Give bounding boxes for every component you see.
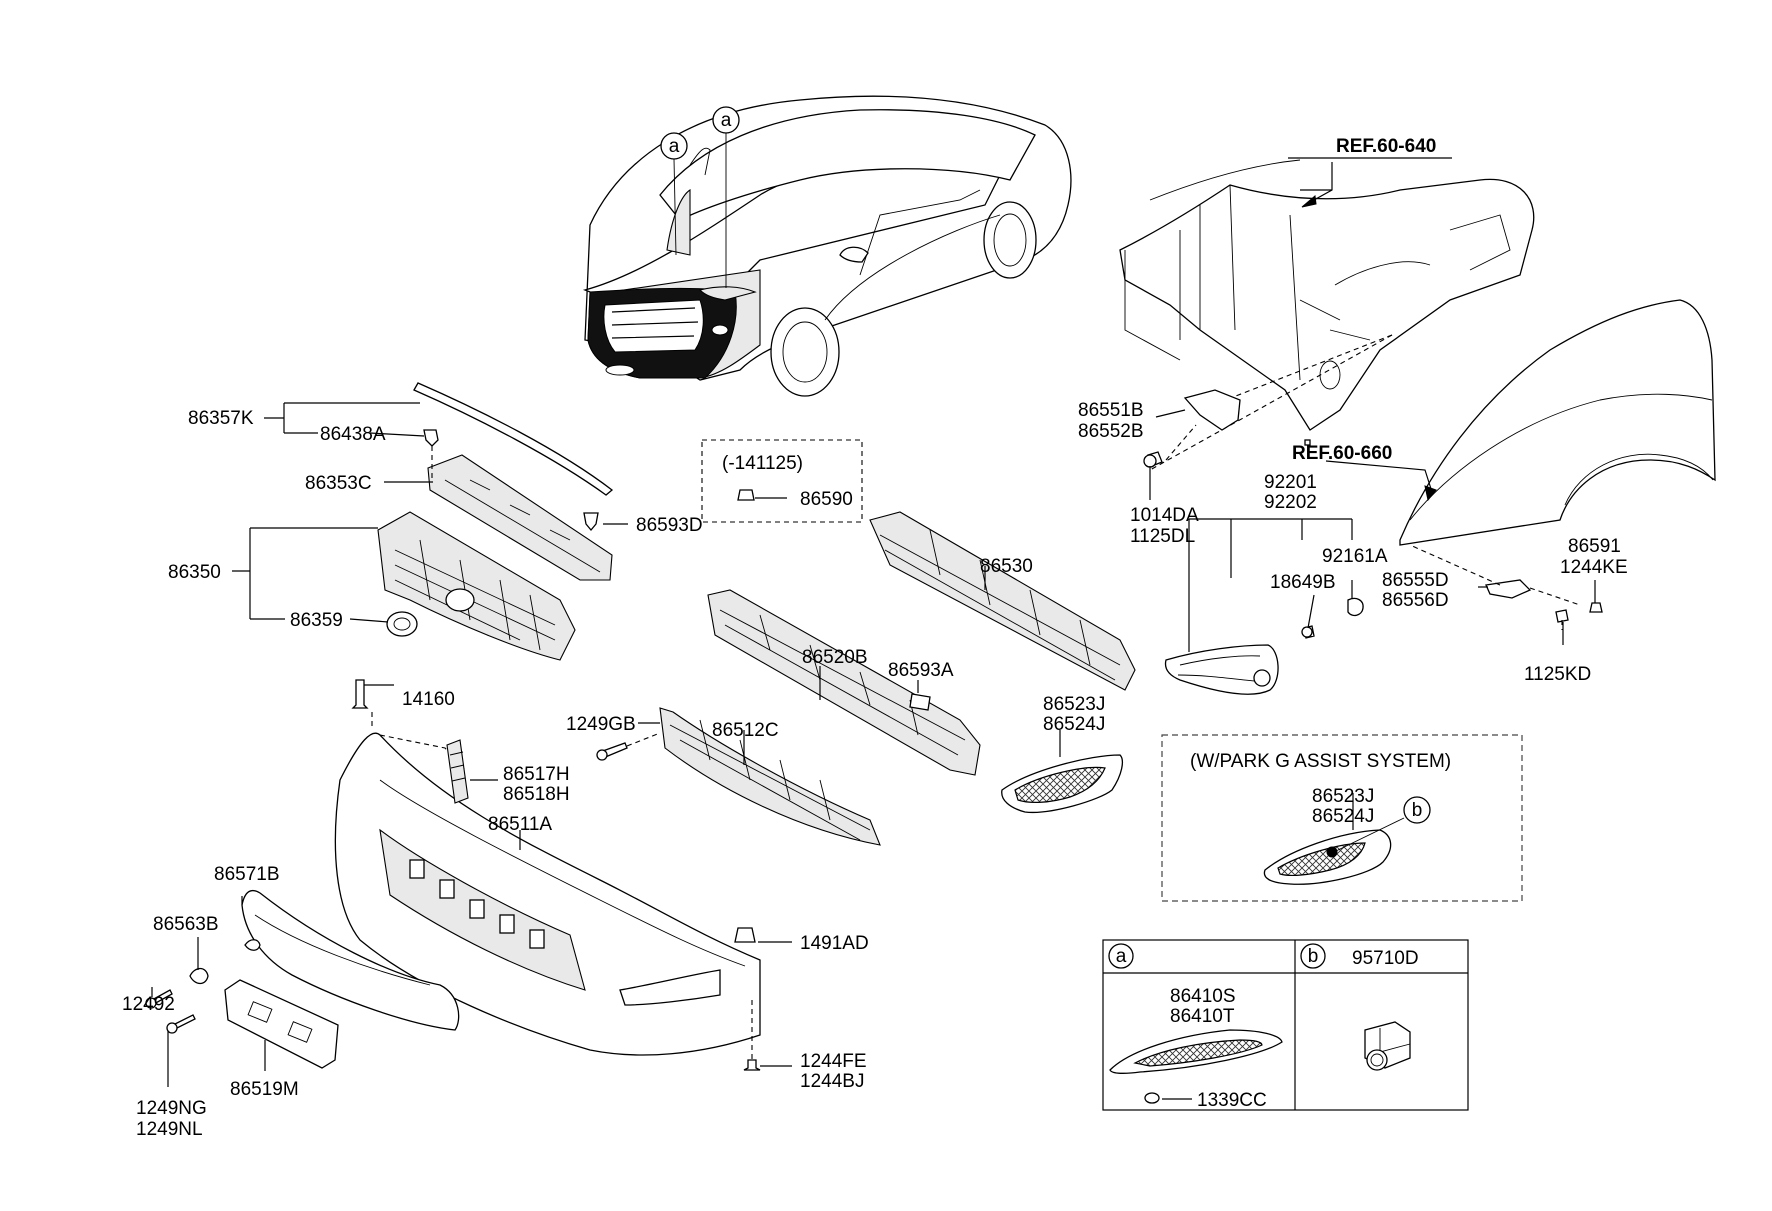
part-label-86571B: 86571B xyxy=(214,864,280,885)
variant-box xyxy=(701,439,863,523)
lower-grille-shape xyxy=(659,707,881,846)
table-b-label: b xyxy=(1308,946,1319,967)
screw-1244FE-shape xyxy=(743,1059,761,1071)
park-part-label-86524J: 86524J xyxy=(1312,806,1374,827)
part-label-86410S: 86410S xyxy=(1170,986,1236,1007)
park-assist-box xyxy=(1161,734,1523,902)
part-label-1125KD: 1125KD xyxy=(1524,664,1591,685)
part-label-86590: 86590 xyxy=(800,489,853,510)
part-label-86530: 86530 xyxy=(980,556,1033,577)
part-label-1249GB: 1249GB xyxy=(566,714,636,735)
legend-table xyxy=(1102,939,1469,1111)
bracket-86517H-shape xyxy=(446,739,469,804)
screw-14160-shape xyxy=(351,679,369,709)
ref-60-640-label: REF.60-640 xyxy=(1336,136,1436,157)
part-label-86517H: 86517H xyxy=(503,764,570,785)
part-label-92161A: 92161A xyxy=(1322,546,1388,567)
table-a-label: a xyxy=(1116,946,1127,967)
part-label-86591: 86591 xyxy=(1568,536,1621,557)
bracket-86555D-shape xyxy=(1485,579,1532,599)
part-label-1249NL: 1249NL xyxy=(136,1119,203,1140)
part-label-1244BJ: 1244BJ xyxy=(800,1071,864,1092)
cap-86563B-shape xyxy=(189,967,209,985)
callout-a-hood-left: a xyxy=(660,132,688,256)
ref-60-660-label: REF.60-660 xyxy=(1292,443,1392,464)
part-label-18649B: 18649B xyxy=(1270,572,1336,593)
part-label-1249NG: 1249NG xyxy=(136,1098,207,1119)
part-label-86593A: 86593A xyxy=(888,660,954,681)
grille-upper-bracket-shape xyxy=(427,454,613,581)
part-label-86410T: 86410T xyxy=(1170,1006,1235,1027)
callout-b-park-assist: b xyxy=(1335,796,1431,852)
part-label-86524J: 86524J xyxy=(1043,714,1105,735)
nut-1339CC-shape xyxy=(1144,1092,1160,1104)
license-bracket-shape xyxy=(224,979,339,1069)
callout-a-hood-right: a xyxy=(712,106,740,288)
park-sensor-shape xyxy=(1364,1021,1411,1071)
part-label-1491AD: 1491AD xyxy=(800,933,869,954)
clip-86438A-shape xyxy=(423,429,439,447)
bumper-cover-shape xyxy=(334,732,761,1056)
part-label-92202: 92202 xyxy=(1264,492,1317,513)
part-label-92201: 92201 xyxy=(1264,472,1317,493)
park-part-label-86523J: 86523J xyxy=(1312,786,1374,807)
part-label-1014DA: 1014DA xyxy=(1130,505,1199,526)
callout-a-label: a xyxy=(669,136,680,157)
part-label-86438A: 86438A xyxy=(320,424,386,445)
screw-86591-shape xyxy=(1589,602,1603,613)
emblem-shape xyxy=(386,611,418,637)
part-label-86357K: 86357K xyxy=(188,408,254,429)
part-label-12492: 12492 xyxy=(122,994,175,1015)
car-illustration xyxy=(582,95,1072,397)
part-label-14160: 14160 xyxy=(402,689,455,710)
clip-86593A-shape xyxy=(909,693,931,711)
part-label-86552B: 86552B xyxy=(1078,421,1144,442)
part-label-1244KE: 1244KE xyxy=(1560,557,1628,578)
radiator-grille-shape xyxy=(377,511,576,661)
fog-lamp-shape xyxy=(1164,644,1279,695)
table-callout-b: b xyxy=(1300,943,1326,969)
molding-strip-shape xyxy=(413,382,614,496)
part-label-86519M: 86519M xyxy=(230,1079,299,1100)
screw-1125KD-shape xyxy=(1555,609,1569,623)
part-label-86512C: 86512C xyxy=(712,720,779,741)
clip-86593D-shape xyxy=(583,512,599,532)
energy-absorber-shape xyxy=(707,589,981,776)
part-label-86556D: 86556D xyxy=(1382,590,1449,611)
clip-86590-shape xyxy=(737,489,755,501)
part-label-86593D: 86593D xyxy=(636,515,703,536)
part-label-86520B: 86520B xyxy=(802,647,868,668)
part-label-86523J: 86523J xyxy=(1043,694,1105,715)
fender-shape xyxy=(1399,299,1716,546)
part-label-86511A: 86511A xyxy=(488,814,552,835)
part-label-86551B: 86551B xyxy=(1078,400,1144,421)
part-label-86555D: 86555D xyxy=(1382,570,1449,591)
table-callout-a: a xyxy=(1108,943,1134,969)
callout-b-label: b xyxy=(1412,800,1423,821)
part-label-1339CC: 1339CC xyxy=(1197,1090,1267,1111)
variant-code-label: (-141125) xyxy=(722,453,803,474)
front-panel-shape xyxy=(1119,178,1535,431)
part-label-86350: 86350 xyxy=(168,562,221,583)
clip-1491AD-shape xyxy=(734,927,756,943)
part-label-86353C: 86353C xyxy=(305,473,372,494)
bracket-86551B-shape xyxy=(1183,389,1241,431)
park-assist-title: (W/PARK G ASSIST SYSTEM) xyxy=(1190,751,1451,772)
callout-a-label: a xyxy=(721,110,732,131)
part-label-1125DL: 1125DL xyxy=(1130,526,1195,547)
part-label-1244FE: 1244FE xyxy=(800,1051,867,1072)
bulb-92161A-shape xyxy=(1347,597,1364,617)
part-label-95710D: 95710D xyxy=(1352,948,1419,969)
part-label-86359: 86359 xyxy=(290,610,343,631)
part-label-86563B: 86563B xyxy=(153,914,219,935)
part-label-86518H: 86518H xyxy=(503,784,570,805)
